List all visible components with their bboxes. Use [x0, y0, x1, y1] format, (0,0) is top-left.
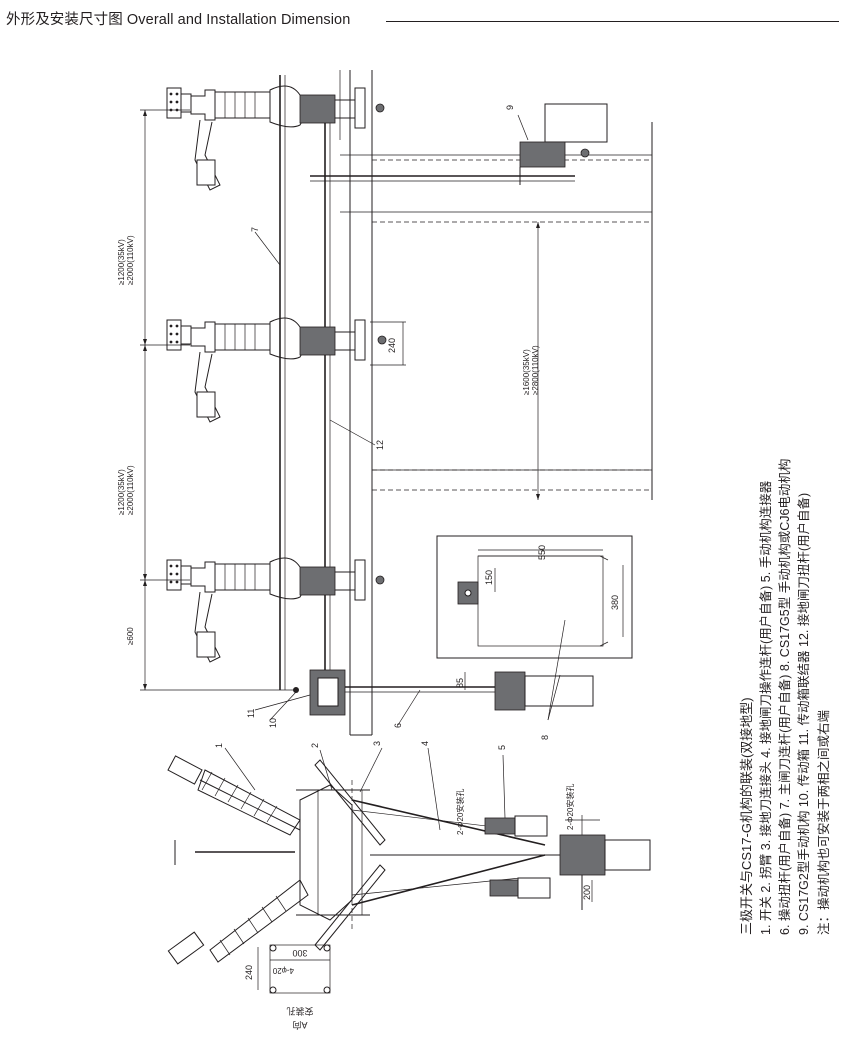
- title-rule: [386, 21, 839, 22]
- callout-4: 4: [420, 741, 430, 746]
- dim-1600-35kv: ≥1600(35kV): [522, 349, 531, 395]
- dim-240-mid: 240: [387, 338, 397, 353]
- legend: 三极开关与CS17-G机构的联装(双接地型) 1. 开关 2. 拐臂 3. 接地…: [739, 459, 831, 935]
- legend-note: 注：操动机构也可安装于两相之间或右端: [816, 710, 831, 935]
- dim-2800-110kv: ≥2800(110kV): [531, 345, 540, 395]
- dim-4-phi20: 4-φ20: [272, 966, 294, 975]
- plan-view: [166, 70, 653, 736]
- dim-380: 380: [610, 595, 620, 610]
- callout-11: 11: [246, 709, 256, 718]
- side-view: [167, 755, 651, 994]
- label-mount-hole: 安装孔: [286, 1006, 313, 1017]
- dim-2000-110kv-a: ≥2000(110kV): [126, 235, 135, 285]
- callout-9: 9: [505, 105, 515, 110]
- callout-numbers: 1 2 3 4 5 6 7 8 9 10 11 12: [214, 105, 550, 750]
- mechanism-8: [494, 671, 526, 711]
- legend-title: 三极开关与CS17-G机构的联装(双接地型): [739, 697, 754, 935]
- dim-1200-35kv-a: ≥1200(35kV): [117, 239, 126, 285]
- callout-leaders: [224, 114, 566, 831]
- callout-3: 3: [372, 741, 382, 746]
- callout-6: 6: [393, 723, 403, 728]
- label-view-a: A向: [292, 1020, 307, 1031]
- callout-1: 1: [214, 743, 224, 748]
- page-title: 外形及安装尺寸图 Overall and Installation Dimens…: [6, 12, 351, 28]
- side-insulator-upper: [167, 755, 301, 836]
- dim-85: 85: [455, 678, 465, 688]
- pole-middle: [166, 317, 387, 423]
- dim-200: 200: [582, 885, 592, 900]
- dim-550: 550: [537, 545, 547, 560]
- dim-600: ≥600: [126, 627, 135, 645]
- installation-drawing: ≥1200(35kV) ≥2000(110kV) ≥1200(35kV) ≥20…: [117, 70, 831, 1031]
- legend-line-1: 1. 开关 2. 拐臂 3. 接地刀连接头 4. 接地闸刀操作连杆(用户自备) …: [758, 480, 773, 935]
- dim-150: 150: [484, 570, 494, 585]
- label-hole-b: 2-Φ20安装孔: [565, 784, 575, 830]
- dimension-lines: [140, 109, 624, 990]
- legend-line-3: 9. CS17G2型手动机构 10. 传动箱 11. 传动箱联结器 12. 接地…: [796, 493, 811, 935]
- dimension-texts: ≥1200(35kV) ≥2000(110kV) ≥1200(35kV) ≥20…: [117, 235, 620, 980]
- callout-10: 10: [268, 718, 278, 728]
- dim-240-base: 240: [244, 965, 254, 980]
- dim-300: 300: [292, 948, 307, 958]
- callout-12: 12: [375, 440, 385, 450]
- dim-1200-35kv-b: ≥1200(35kV): [117, 469, 126, 515]
- callout-5: 5: [497, 745, 507, 750]
- dim-2000-110kv-b: ≥2000(110kV): [126, 465, 135, 515]
- callout-2: 2: [310, 743, 320, 748]
- label-hole-a: 2-Φ20安装孔: [455, 789, 465, 835]
- pole-top: [166, 70, 385, 191]
- mechanism-9: [544, 103, 608, 143]
- callout-7: 7: [250, 227, 260, 232]
- mechanism-box: [436, 535, 633, 659]
- page-header: 外形及安装尺寸图 Overall and Installation Dimens…: [0, 0, 845, 32]
- pole-bottom: [166, 557, 385, 663]
- side-insulator-lower: [167, 879, 309, 965]
- legend-line-2: 6. 操动扭杆(用户自备) 7. 主闸刀连杆(用户自备) 8. CS17G5型 …: [777, 459, 792, 935]
- callout-8: 8: [540, 735, 550, 740]
- side-labels: 2-Φ20安装孔 2-Φ20安装孔 A向 安装孔: [286, 784, 575, 1031]
